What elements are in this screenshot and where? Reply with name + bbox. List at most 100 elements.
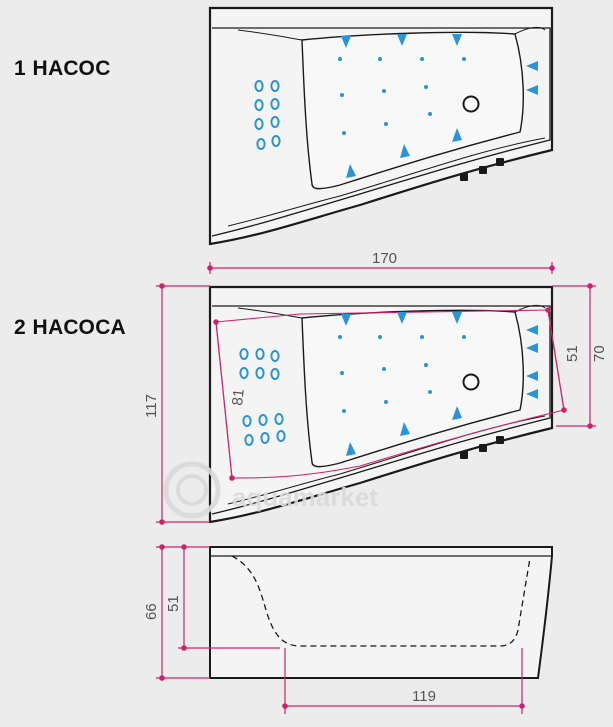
dim-end <box>549 265 555 271</box>
dim-end <box>519 703 525 709</box>
air-jets-view-1 <box>338 57 466 135</box>
control-button <box>479 444 487 452</box>
watermark-logo <box>176 474 208 506</box>
body-jet <box>239 367 249 379</box>
air-jet-dot <box>338 335 342 339</box>
control-button <box>460 173 468 181</box>
body-jet <box>258 414 268 426</box>
air-jet-dot <box>462 57 466 61</box>
side-view-outline <box>209 546 553 679</box>
directional-jets-view-1 <box>341 34 538 178</box>
body-jet <box>270 350 280 362</box>
watermark-text: aquamarket <box>232 482 378 512</box>
air-jet-dot <box>424 85 428 89</box>
one-pump-label: 1 НАСОС <box>14 57 111 80</box>
jet-nozzle-up <box>452 128 462 142</box>
dim-end <box>229 475 235 481</box>
control-buttons-view-1 <box>460 158 504 181</box>
dimension-51-top <box>545 307 567 413</box>
basin-edge-upper <box>237 307 303 319</box>
control-buttons-view-2 <box>460 436 504 459</box>
control-button <box>479 166 487 174</box>
dim-end <box>159 675 165 681</box>
dimension-70 <box>552 283 596 429</box>
watermark-logo <box>163 461 221 519</box>
side-view <box>209 546 553 679</box>
dim-end <box>545 307 551 313</box>
dim-end <box>181 544 187 550</box>
dimension-70-text: 70 <box>591 345 608 362</box>
tub-basin <box>301 309 524 468</box>
dimension-51-side <box>178 544 280 651</box>
air-jets-view-2 <box>338 335 466 413</box>
dim-end <box>587 283 593 289</box>
dimension-81-text: 81 <box>229 388 248 406</box>
tub-rim-inner <box>211 305 551 515</box>
dimension-51-side-text: 51 <box>165 595 182 612</box>
drain-view-1 <box>462 95 480 113</box>
air-jet-dot <box>382 367 386 371</box>
directional-jets-view-2 <box>341 312 538 456</box>
body-jet <box>270 98 280 110</box>
basin-edge-right <box>514 26 546 35</box>
air-jet-dot <box>342 131 346 135</box>
air-jet-dot <box>338 57 342 61</box>
dim-end <box>159 544 165 550</box>
body-jet <box>255 348 265 360</box>
air-jet-dot <box>420 57 424 61</box>
body-jet <box>242 415 252 427</box>
top-view-one-pump <box>208 6 554 246</box>
dimension-81 <box>213 319 235 481</box>
watermark: aquamarket <box>163 461 378 519</box>
jet-nozzle-left <box>526 389 538 399</box>
dimension-119 <box>282 648 525 714</box>
body-jet <box>239 348 249 360</box>
air-jet-dot <box>340 371 344 375</box>
dim-end <box>159 283 165 289</box>
top-view-two-pumps <box>208 285 554 524</box>
dimension-117-text: 117 <box>143 394 160 418</box>
air-jet-dot <box>378 335 382 339</box>
jet-nozzle-down <box>452 312 462 324</box>
body-jet <box>276 430 286 442</box>
air-jet-dot <box>342 409 346 413</box>
dimension-66-text: 66 <box>143 603 160 620</box>
side-view-inner-basin <box>231 555 531 647</box>
jet-nozzle-up <box>400 422 410 436</box>
jet-nozzle-down <box>397 34 407 46</box>
body-jet <box>256 138 266 150</box>
jet-nozzle-up <box>400 144 410 158</box>
seat-area-guide <box>215 309 565 479</box>
dim-end <box>181 645 187 651</box>
basin-edge-lower <box>227 137 546 227</box>
body-jet <box>270 80 280 92</box>
side-jets-view-2 <box>239 348 286 446</box>
control-button <box>496 436 504 444</box>
air-jet-dot <box>378 57 382 61</box>
dimension-170 <box>207 262 555 274</box>
body-jet <box>254 118 264 130</box>
jet-nozzle-up <box>346 164 356 178</box>
jet-nozzle-down <box>452 34 462 46</box>
jet-nozzle-left <box>526 343 538 353</box>
body-jet <box>270 116 280 128</box>
dim-line <box>547 309 565 411</box>
dim-end <box>561 407 567 413</box>
dim-end <box>207 265 213 271</box>
air-jet-dot <box>462 335 466 339</box>
body-jet <box>260 432 270 444</box>
jet-nozzle-left <box>526 325 538 335</box>
basin-edge-upper <box>237 29 303 41</box>
body-jet <box>244 434 254 446</box>
control-button <box>460 451 468 459</box>
control-button <box>496 158 504 166</box>
body-jet <box>254 99 264 111</box>
dimension-170-text: 170 <box>372 250 397 267</box>
body-jet <box>274 413 284 425</box>
dimension-51-top-text: 51 <box>564 345 581 362</box>
air-jet-dot <box>384 122 388 126</box>
drain-view-2 <box>462 373 480 391</box>
side-jets-view-1 <box>254 80 281 150</box>
body-jet <box>254 80 264 92</box>
